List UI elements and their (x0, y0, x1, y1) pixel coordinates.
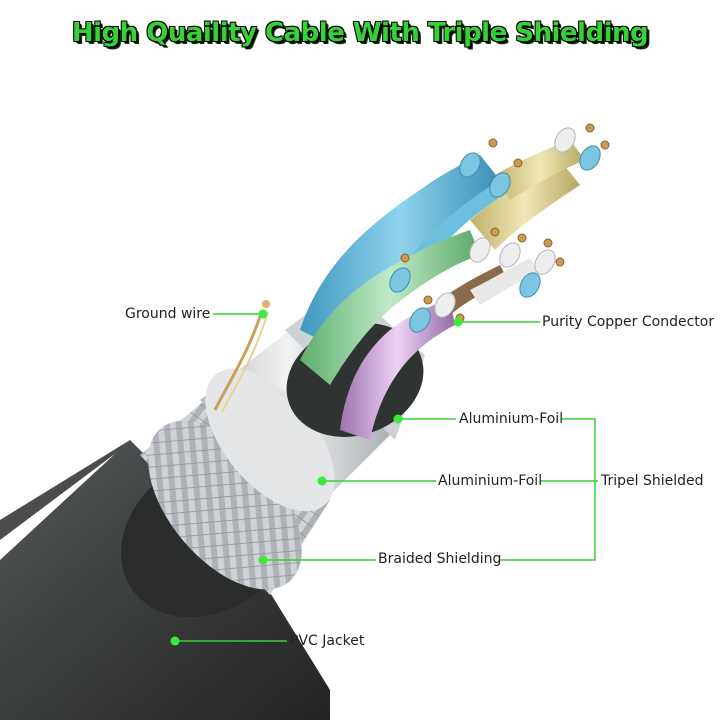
label-pvc-jacket: PVC Jacket (290, 633, 365, 649)
dot-ground-wire (258, 309, 268, 319)
page-title: High Quaility Cable With Triple Shieldin… (71, 18, 649, 48)
wire-ends (389, 123, 610, 333)
label-tripel-shielded: Tripel Shielded (601, 473, 704, 489)
dot-foil-outer (317, 476, 327, 486)
twisted-pair-green (300, 230, 480, 385)
dot-foil-inner (393, 414, 403, 424)
dot-braided (258, 555, 268, 565)
label-ground-wire: Ground wire (125, 306, 211, 322)
twisted-pair-yellow (470, 140, 585, 250)
dot-purity-copper (453, 317, 463, 327)
leader-lines (175, 313, 598, 642)
ground-wire-shape (213, 300, 270, 413)
label-aluminium-foil-outer: Aluminium-Foil (438, 473, 543, 489)
braided-shield-shape (140, 400, 330, 595)
twisted-pair-pink (340, 300, 455, 440)
twisted-pair-brown (440, 258, 538, 315)
label-braided-shielding: Braided Shielding (378, 551, 502, 567)
label-aluminium-foil-inner: Aluminium-Foil (459, 411, 564, 427)
tripel-bracket (500, 418, 596, 561)
callout-dots (170, 309, 463, 646)
label-purity-copper: Purity Copper Condector (542, 314, 715, 330)
dot-pvc (170, 636, 180, 646)
